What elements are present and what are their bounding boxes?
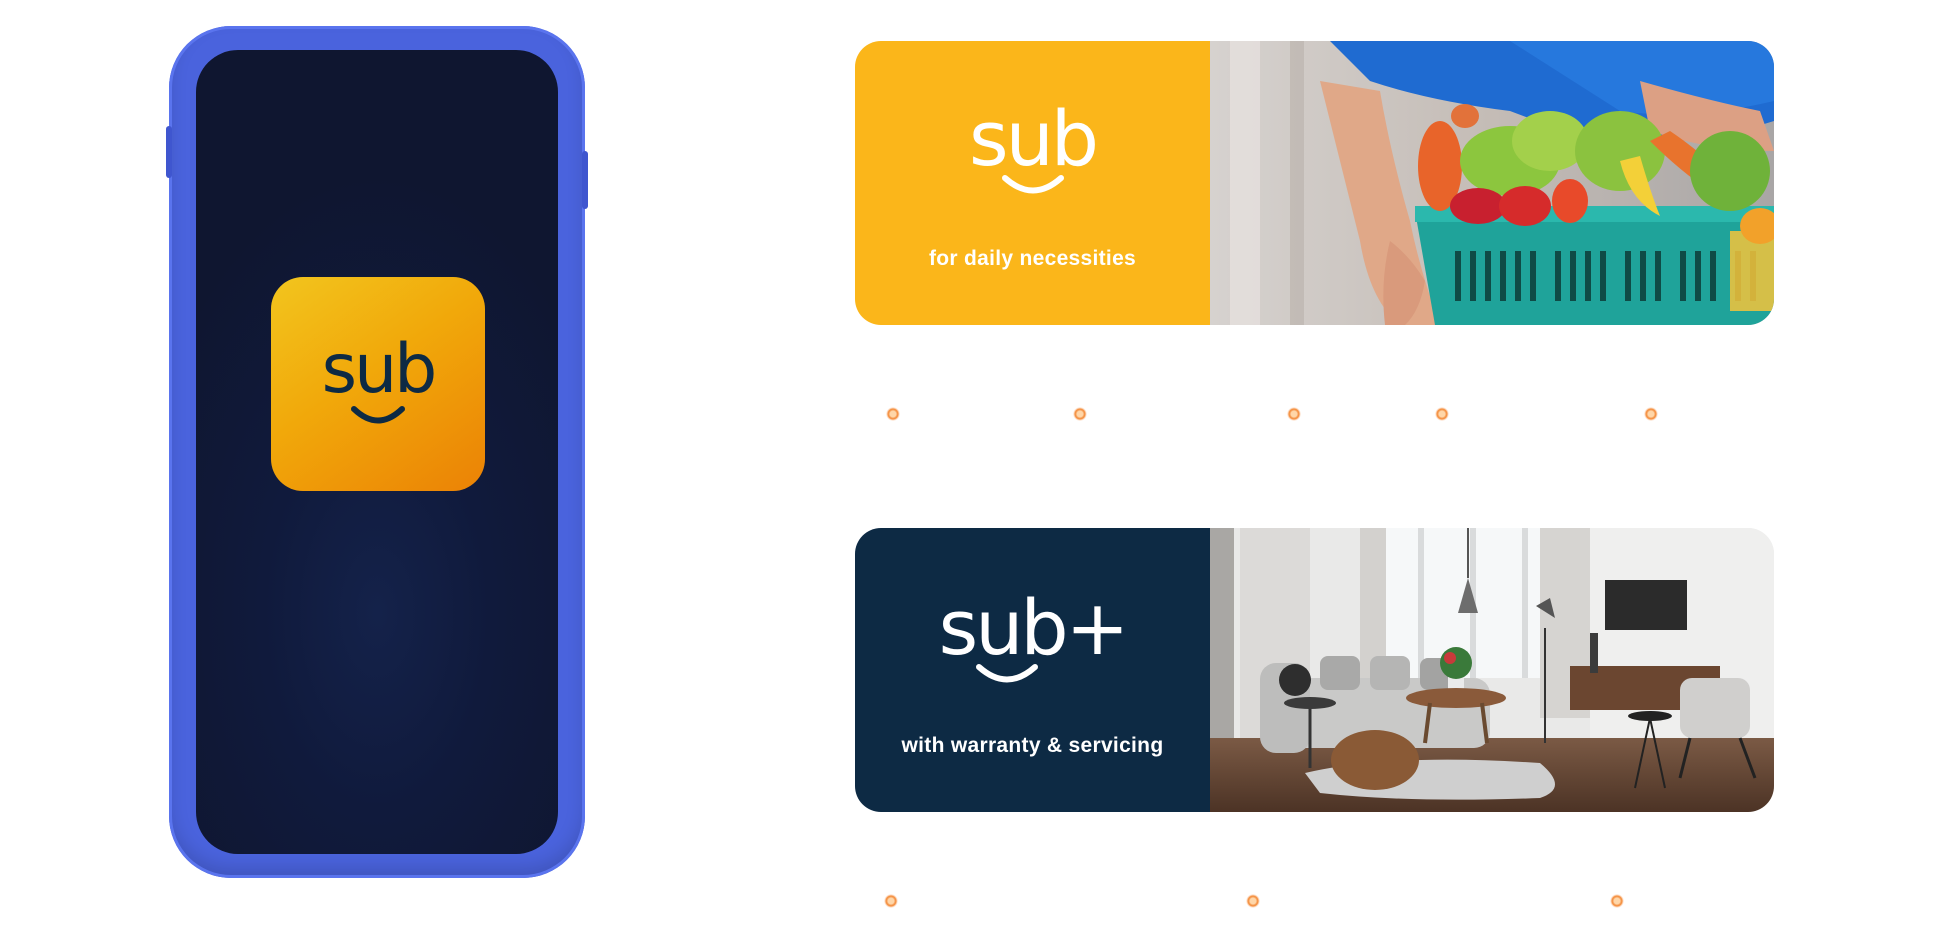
sub-app-icon[interactable]: sub	[271, 277, 485, 491]
decorative-dot	[1435, 407, 1449, 421]
banner-sub-tagline: for daily necessities	[928, 247, 1137, 270]
decorative-dot	[886, 407, 900, 421]
phone-side-button	[166, 126, 172, 178]
decorative-dot	[884, 894, 898, 908]
decorative-dot	[1287, 407, 1301, 421]
decorative-dot	[1073, 407, 1087, 421]
smile-icon	[1001, 175, 1064, 194]
decorative-dot	[1644, 407, 1658, 421]
banner-sub-daily[interactable]: sub for daily necessities	[855, 41, 1774, 325]
subplus-logo: sub+	[938, 583, 1130, 672]
living-room-photo	[1210, 528, 1774, 812]
phone-power-button	[582, 151, 588, 209]
banner-sub-brand-panel: sub for daily necessities	[855, 41, 1210, 325]
smile-icon	[975, 664, 1038, 683]
decorative-dot	[1610, 894, 1624, 908]
banner-subplus-warranty[interactable]: sub+ with warranty & servicing	[855, 528, 1774, 812]
banner-subplus-tagline: with warranty & servicing	[901, 734, 1164, 757]
phone-mockup: sub	[166, 26, 588, 878]
grocery-basket-photo	[1210, 41, 1774, 325]
decorative-dot	[1246, 894, 1260, 908]
smile-icon	[351, 406, 405, 424]
sub-logo: sub	[968, 94, 1099, 183]
phone-screen: sub	[196, 50, 558, 854]
banner-subplus-brand-panel: sub+ with warranty & servicing	[855, 528, 1210, 812]
app-icon-label: sub	[321, 330, 438, 409]
